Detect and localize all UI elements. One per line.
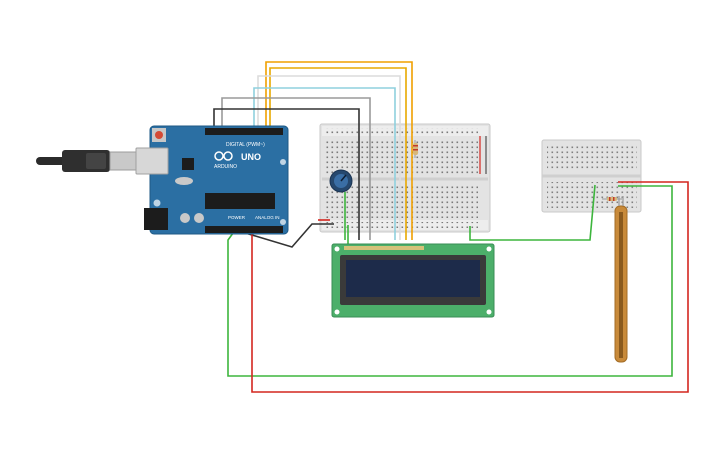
power-analog-header (205, 226, 283, 233)
lcd-screen (346, 260, 480, 297)
wire-gray[interactable] (221, 97, 371, 240)
breadboard-mini[interactable] (541, 139, 642, 213)
arduino-logo-icon (214, 151, 233, 161)
header-digital-label: DIGITAL (PWM~) (226, 142, 265, 148)
usb-cable[interactable] (36, 150, 141, 172)
atmega-chip (205, 193, 275, 209)
lcd-16x2[interactable] (331, 243, 495, 318)
wires (213, 61, 689, 393)
reset-button[interactable] (155, 131, 163, 139)
wire-white[interactable] (257, 75, 401, 240)
wire-red-loop[interactable] (251, 181, 689, 393)
digital-header (205, 128, 283, 135)
board-brand: ARDUINO (214, 164, 237, 170)
flex-sensor[interactable] (614, 196, 628, 363)
wire-green-bb[interactable] (469, 184, 596, 241)
arduino-uno[interactable]: DIGITAL (PWM~) UNO ARDUINO POWER ANALOG … (135, 125, 289, 235)
board-model: UNO (241, 152, 261, 162)
header-analog-label: ANALOG IN (255, 215, 280, 220)
resistor-main[interactable] (413, 140, 418, 158)
potentiometer[interactable] (329, 169, 353, 193)
wire-green-loop[interactable] (227, 185, 673, 377)
wire-cyan[interactable] (253, 87, 396, 240)
wire-black-gnd[interactable] (231, 223, 334, 248)
wire-yellow[interactable] (269, 67, 407, 240)
wire-orange[interactable] (265, 61, 413, 240)
header-power-label: POWER (228, 215, 246, 220)
wire-black[interactable] (213, 108, 360, 240)
breadboard-main[interactable] (319, 123, 491, 233)
